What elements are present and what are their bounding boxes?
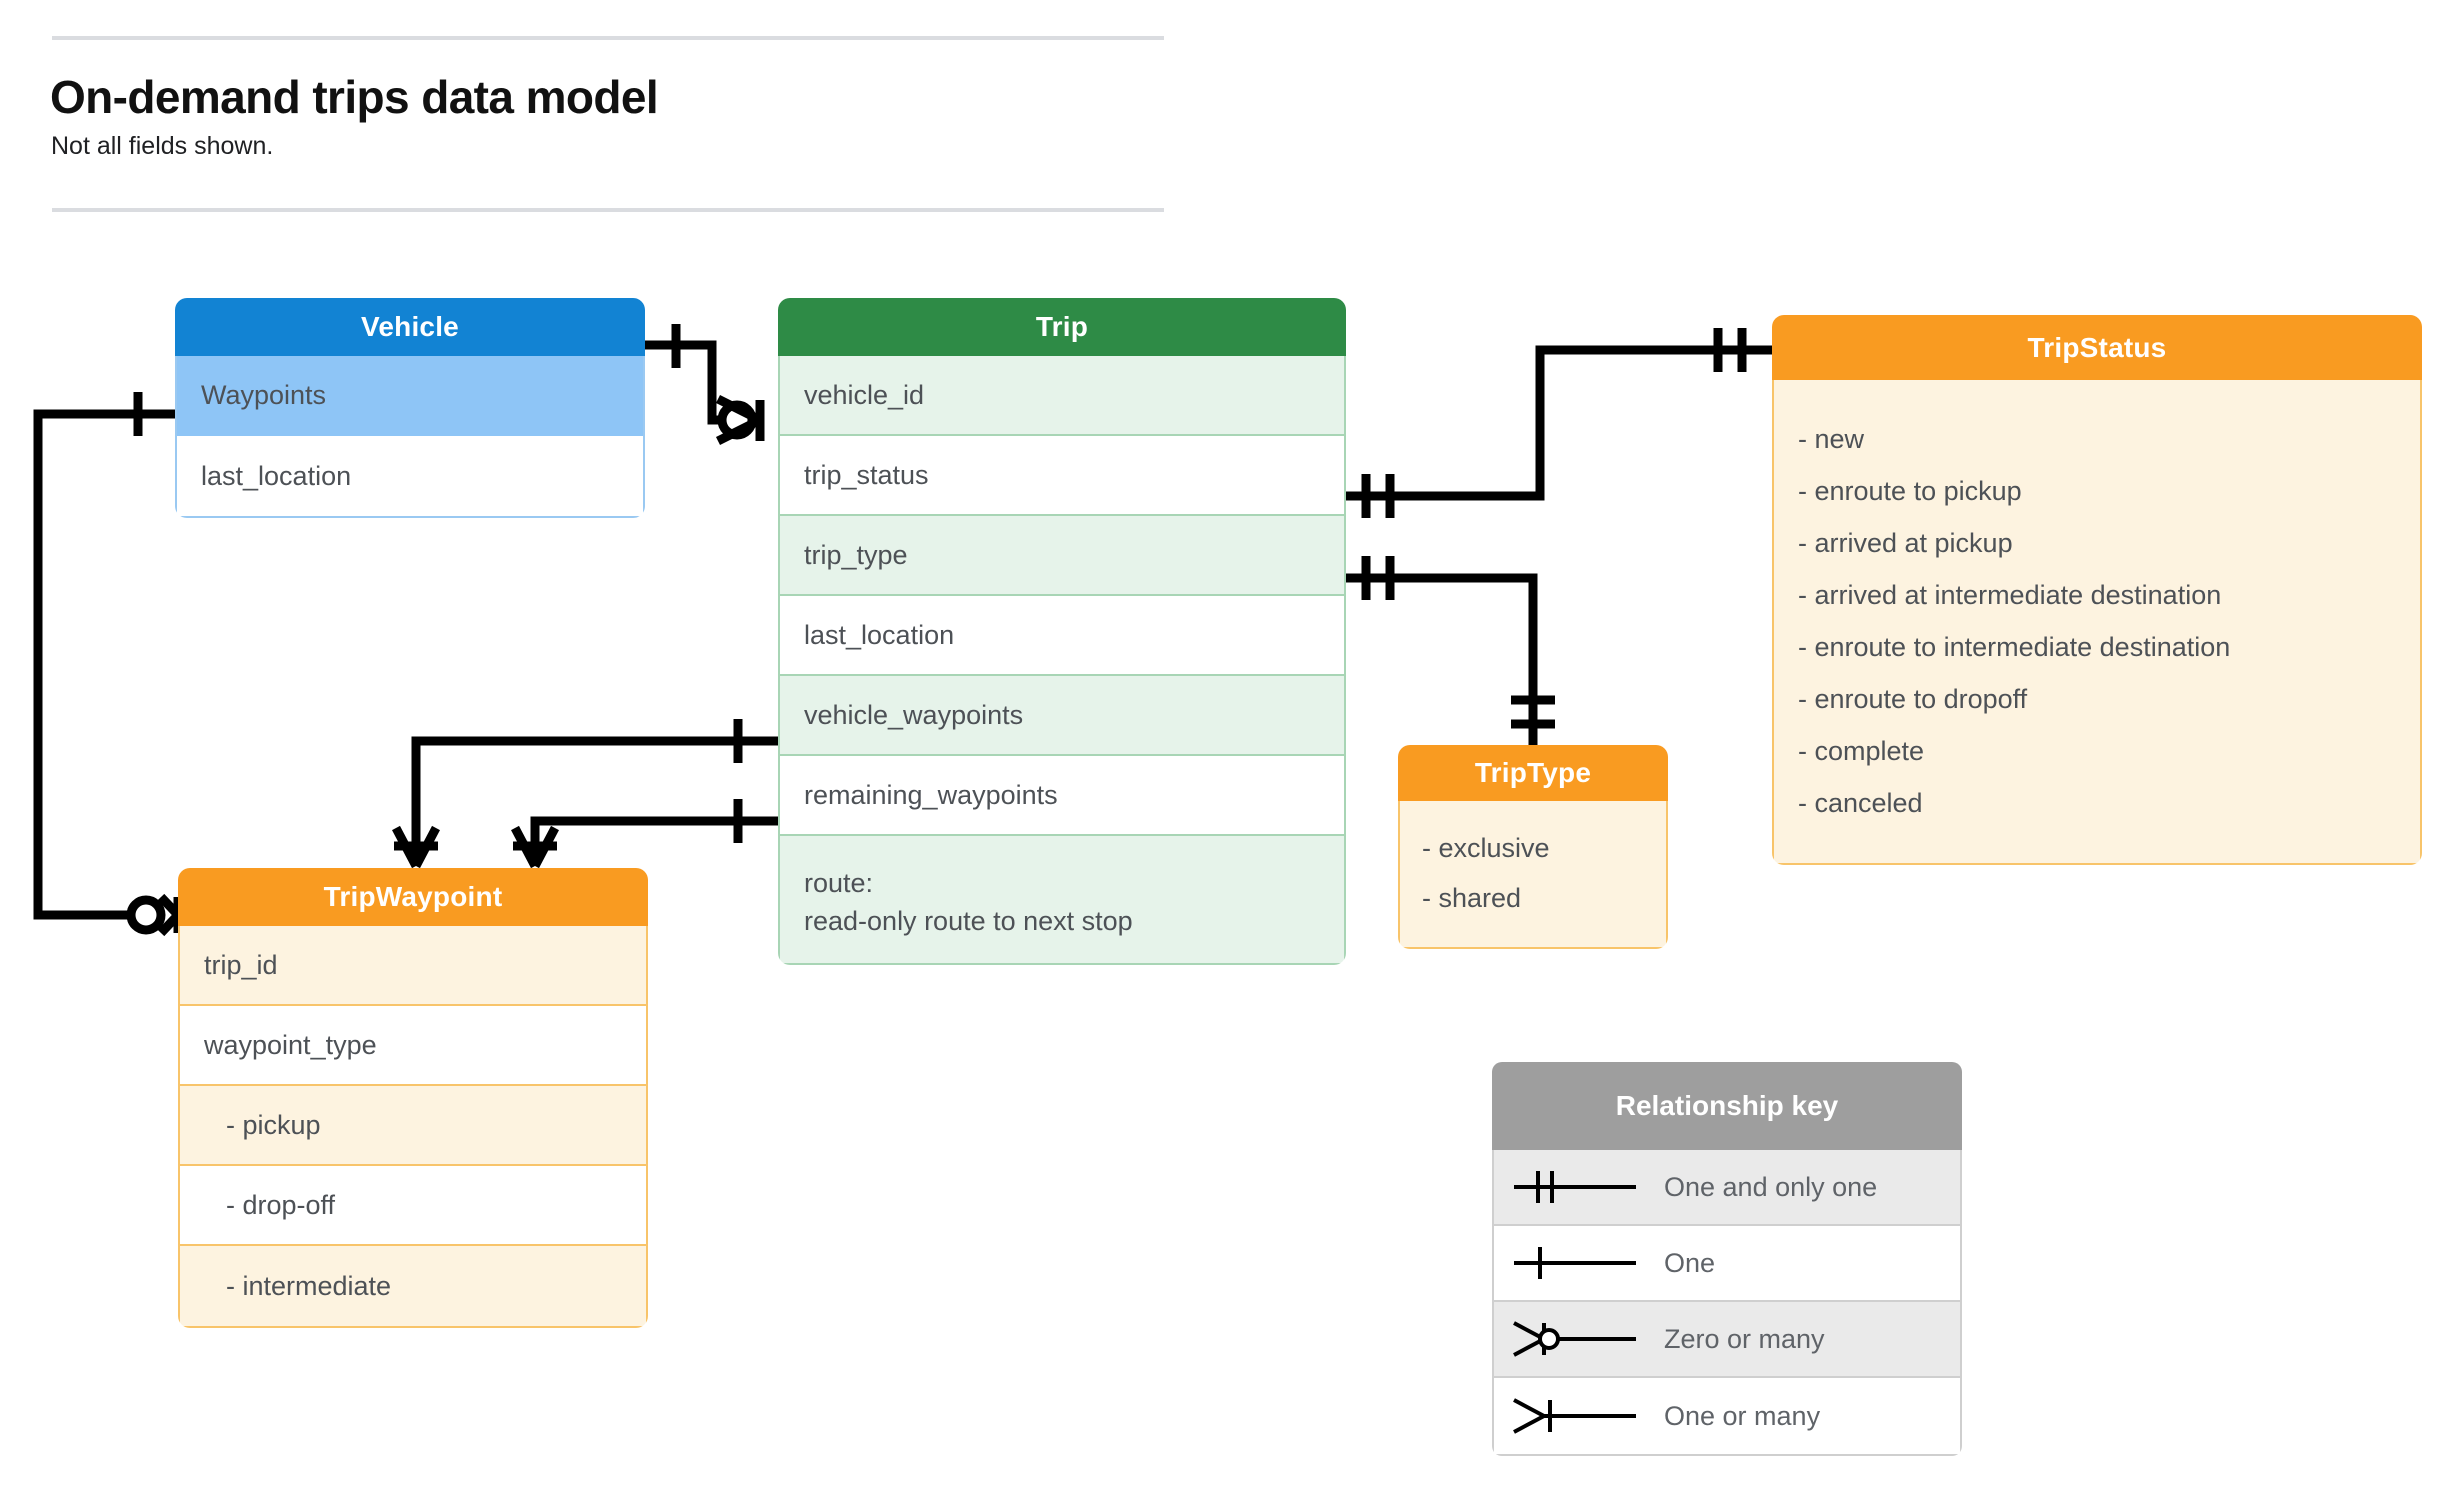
entity-vehicle-title: Vehicle xyxy=(175,298,645,356)
legend-row: Zero or many xyxy=(1494,1302,1960,1378)
enum-item: - new xyxy=(1798,423,1865,454)
field-row[interactable]: vehicle_id xyxy=(780,356,1344,436)
enum-item: - enroute to intermediate destination xyxy=(1798,631,2231,662)
field-row[interactable]: trip_status xyxy=(780,436,1344,516)
page-subtitle: Not all fields shown. xyxy=(51,132,274,160)
legend-row: One or many xyxy=(1494,1378,1960,1454)
marker-crowfoot-vw xyxy=(392,825,440,869)
connector-triptype xyxy=(1346,573,1538,745)
marker-crowfoot-rw xyxy=(511,825,559,869)
field-row-route-note[interactable]: route: read-only route to next stop xyxy=(780,836,1344,963)
enum-item: - canceled xyxy=(1798,787,1923,818)
header-divider-bottom xyxy=(52,208,1164,212)
connector-vehicle-waypoints-field xyxy=(411,736,778,865)
entity-tripstatus-title: TripStatus xyxy=(1772,315,2422,380)
entity-vehicle[interactable]: Vehicle Waypoints last_location xyxy=(175,298,645,518)
entity-trip-title: Trip xyxy=(778,298,1346,356)
entity-trip[interactable]: Trip vehicle_id trip_status trip_type la… xyxy=(778,298,1346,965)
connector-remaining-waypoints-field xyxy=(530,816,778,865)
entity-triptype-values: - exclusive - shared xyxy=(1398,801,1668,949)
field-row[interactable]: - intermediate xyxy=(180,1246,646,1326)
marker-crowfoot-tripwaypoint xyxy=(157,893,183,937)
entity-tripstatus-values: - new - enroute to pickup - arrived at p… xyxy=(1772,380,2422,865)
one-or-many-icon xyxy=(1494,1391,1664,1441)
field-row[interactable]: vehicle_waypoints xyxy=(780,676,1344,756)
zero-or-many-icon xyxy=(1494,1314,1664,1364)
field-row[interactable]: remaining_waypoints xyxy=(780,756,1344,836)
entity-tripstatus[interactable]: TripStatus - new - enroute to pickup - a… xyxy=(1772,315,2422,865)
entity-tripwaypoint-title: TripWaypoint xyxy=(178,868,648,926)
enum-item: - enroute to dropoff xyxy=(1798,683,2028,714)
one-and-only-one-icon xyxy=(1494,1162,1664,1212)
marker-zero-circle-tripwaypoint xyxy=(126,895,166,935)
field-row[interactable]: trip_type xyxy=(780,516,1344,596)
field-row[interactable]: waypoint_type xyxy=(180,1006,646,1086)
legend-label: One and only one xyxy=(1664,1171,1878,1202)
legend-title: Relationship key xyxy=(1492,1062,1962,1150)
legend-row: One xyxy=(1494,1226,1960,1302)
connector-vehicle-waypoints-to-tripwaypoint xyxy=(33,409,175,920)
one-icon xyxy=(1494,1238,1664,1288)
legend-label: One xyxy=(1664,1247,1716,1278)
field-row[interactable]: - pickup xyxy=(180,1086,646,1166)
entity-trip-fields: vehicle_id trip_status trip_type last_lo… xyxy=(778,356,1346,965)
connector-tripstatus xyxy=(1346,345,1772,501)
field-row[interactable]: - drop-off xyxy=(180,1166,646,1246)
legend-rows: One and only one One xyxy=(1492,1150,1962,1456)
enum-item: - complete xyxy=(1798,735,1925,766)
enum-item: - arrived at intermediate destination xyxy=(1798,579,2222,610)
legend-row: One and only one xyxy=(1494,1150,1960,1226)
field-row[interactable]: trip_id xyxy=(180,926,646,1006)
enum-item: - arrived at pickup xyxy=(1798,527,2013,558)
enum-item: - exclusive xyxy=(1422,832,1550,863)
field-row[interactable]: last_location xyxy=(780,596,1344,676)
field-row[interactable]: last_location xyxy=(177,436,643,516)
entity-vehicle-fields: Waypoints last_location xyxy=(175,356,645,518)
header-divider-top xyxy=(52,36,1164,40)
entity-tripwaypoint-fields: trip_id waypoint_type - pickup - drop-of… xyxy=(178,926,648,1328)
page-title: On-demand trips data model xyxy=(50,71,659,123)
field-row[interactable]: Waypoints xyxy=(177,356,643,436)
entity-triptype-title: TripType xyxy=(1398,745,1668,801)
marker-zero-circle-trip xyxy=(717,400,757,440)
entity-tripwaypoint[interactable]: TripWaypoint trip_id waypoint_type - pic… xyxy=(178,868,648,1328)
marker-crowfoot-trip xyxy=(715,394,765,446)
route-note-line2: read-only route to next stop xyxy=(804,906,1133,937)
route-note-line1: route: xyxy=(804,868,874,898)
enum-item: - shared xyxy=(1422,882,1522,913)
legend-label: Zero or many xyxy=(1664,1323,1825,1354)
enum-item: - enroute to pickup xyxy=(1798,475,2022,506)
entity-triptype[interactable]: TripType - exclusive - shared xyxy=(1398,745,1668,949)
legend-label: One or many xyxy=(1664,1400,1821,1431)
relationship-key-legend: Relationship key One and only one xyxy=(1492,1062,1962,1456)
connector-vehicle-to-trip xyxy=(645,340,760,425)
